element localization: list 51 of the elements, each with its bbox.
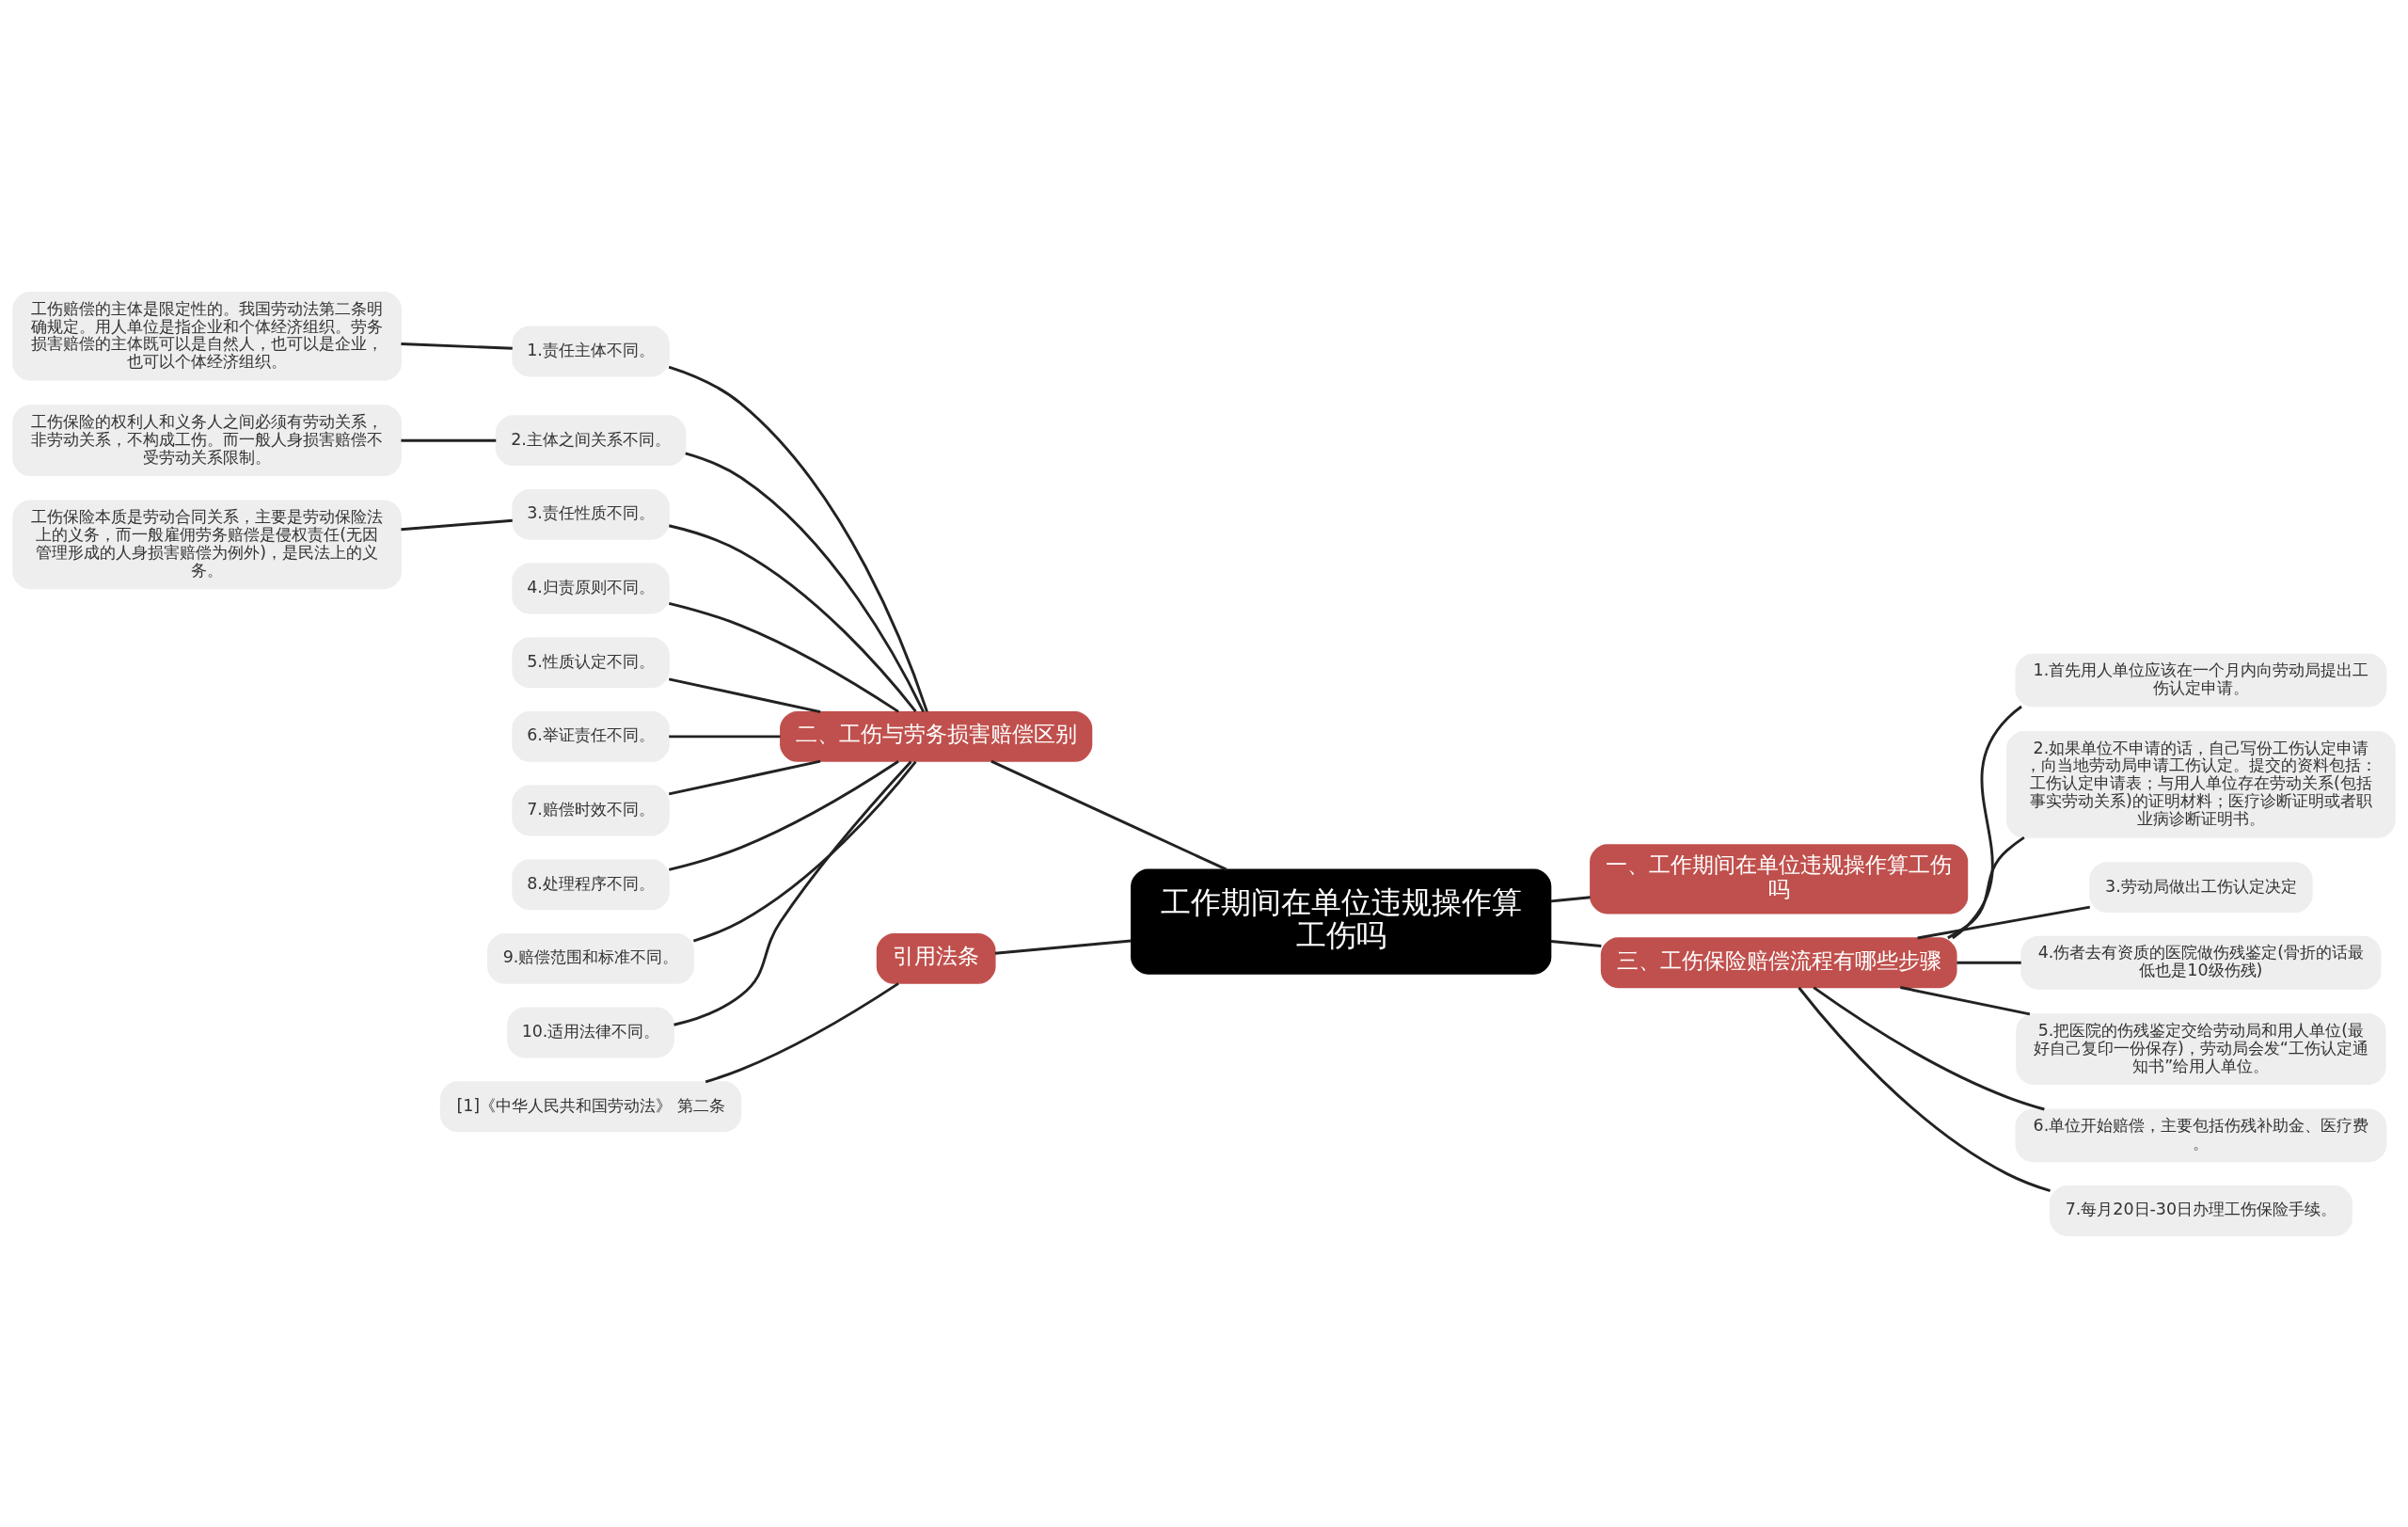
connector bbox=[1798, 986, 2051, 1192]
node-box: 2.如果单位不申请的话，自己写份工伤认定申请，向当地劳动局申请工伤认定。提交的资料包括：工伤认定申请表；与用人单位存在劳动关系(包括事实劳动关系)的证明材料；医疗诊断证明或者职业病诊断证明书。 bbox=[2006, 730, 2396, 838]
node-box: 10.适用法律不同。 bbox=[507, 1007, 674, 1058]
node-box: 6.单位开始赔偿，主要包括伤残补助金、医疗费。 bbox=[2015, 1107, 2387, 1162]
connector bbox=[668, 759, 899, 871]
connector bbox=[994, 939, 1132, 955]
node-box: 工伤赔偿的主体是限定性的。我国劳动法第二条明确规定。用人单位是指企业和个体经济组织。劳务损害赔偿的主体既可以是自然人，也可以是企业，也可以个体经济组织。 bbox=[12, 291, 402, 381]
connector bbox=[401, 518, 513, 531]
node-box: 工伤保险的权利人和义务人之间必须有劳动关系，非劳动关系，不构成工伤。而一般人身损害赔偿不受劳动关系限制。 bbox=[12, 404, 402, 476]
node-box: 2.主体之间关系不同。 bbox=[495, 414, 687, 466]
node-box: 一、工作期间在单位违规操作算工伤吗 bbox=[1590, 843, 1969, 915]
connector bbox=[401, 438, 497, 442]
node-box: 二、工伤与劳务损害赔偿区别 bbox=[780, 710, 1093, 762]
connector bbox=[668, 365, 928, 712]
connector bbox=[692, 760, 917, 942]
node-box: 引用法条 bbox=[876, 932, 996, 984]
node-box: 4.归责原则不同。 bbox=[512, 563, 670, 613]
connector bbox=[1550, 895, 1591, 902]
connector bbox=[401, 342, 513, 350]
node-box: 9.赔偿范围和标准不同。 bbox=[487, 932, 695, 984]
connector bbox=[668, 523, 917, 712]
connector bbox=[668, 759, 821, 795]
connector bbox=[1956, 961, 2021, 964]
node-box: 8.处理程序不同。 bbox=[512, 858, 670, 910]
node-box: 工作期间在单位违规操作算工伤吗 bbox=[1131, 867, 1552, 975]
connector bbox=[668, 676, 821, 713]
node-box: 7.赔偿时效不同。 bbox=[512, 785, 670, 835]
connector bbox=[685, 452, 926, 712]
connector bbox=[1550, 939, 1602, 947]
node-box: 3.劳动局做出工伤认定决定 bbox=[2089, 861, 2313, 913]
connector bbox=[1917, 905, 2091, 939]
node-box: 7.每月20日-30日办理工伤保险手续。 bbox=[2049, 1185, 2353, 1236]
node-box: 5.把医院的伤残鉴定交给劳动局和用人单位(最好自己复印一份保存)，劳动局会发“工伤认定通知书”给用人单位。 bbox=[2016, 1012, 2386, 1085]
node-box: 1.首先用人单位应该在一个月内向劳动局提出工伤认定申请。 bbox=[2015, 653, 2387, 708]
connector bbox=[705, 981, 899, 1083]
node-box: 三、工伤保险赔偿流程有哪些步骤 bbox=[1600, 936, 1957, 988]
node-box: 5.性质认定不同。 bbox=[512, 636, 670, 688]
connector bbox=[1900, 985, 2031, 1015]
node-box: 4.伤者去有资质的医院做伤残鉴定(骨折的话最低也是10级伤残) bbox=[2020, 935, 2382, 990]
connector bbox=[1947, 835, 2025, 939]
node-box: 3.责任性质不同。 bbox=[512, 488, 670, 540]
node-box: 6.举证责任不同。 bbox=[512, 710, 670, 762]
node-box: [1]《中华人民共和国劳动法》 第二条 bbox=[439, 1080, 742, 1132]
connector bbox=[1951, 705, 2022, 939]
connector bbox=[990, 759, 1228, 870]
connector bbox=[673, 760, 912, 1026]
connector bbox=[1813, 985, 2045, 1110]
connector bbox=[668, 601, 899, 713]
node-box: 1.责任主体不同。 bbox=[512, 326, 670, 376]
connector bbox=[669, 734, 781, 738]
node-box: 工伤保险本质是劳动合同关系，主要是劳动保险法上的义务，而一般雇佣劳务赔偿是侵权责任(无因管理形成的人身损害赔偿为例外)，是民法上的义务。 bbox=[12, 500, 402, 589]
